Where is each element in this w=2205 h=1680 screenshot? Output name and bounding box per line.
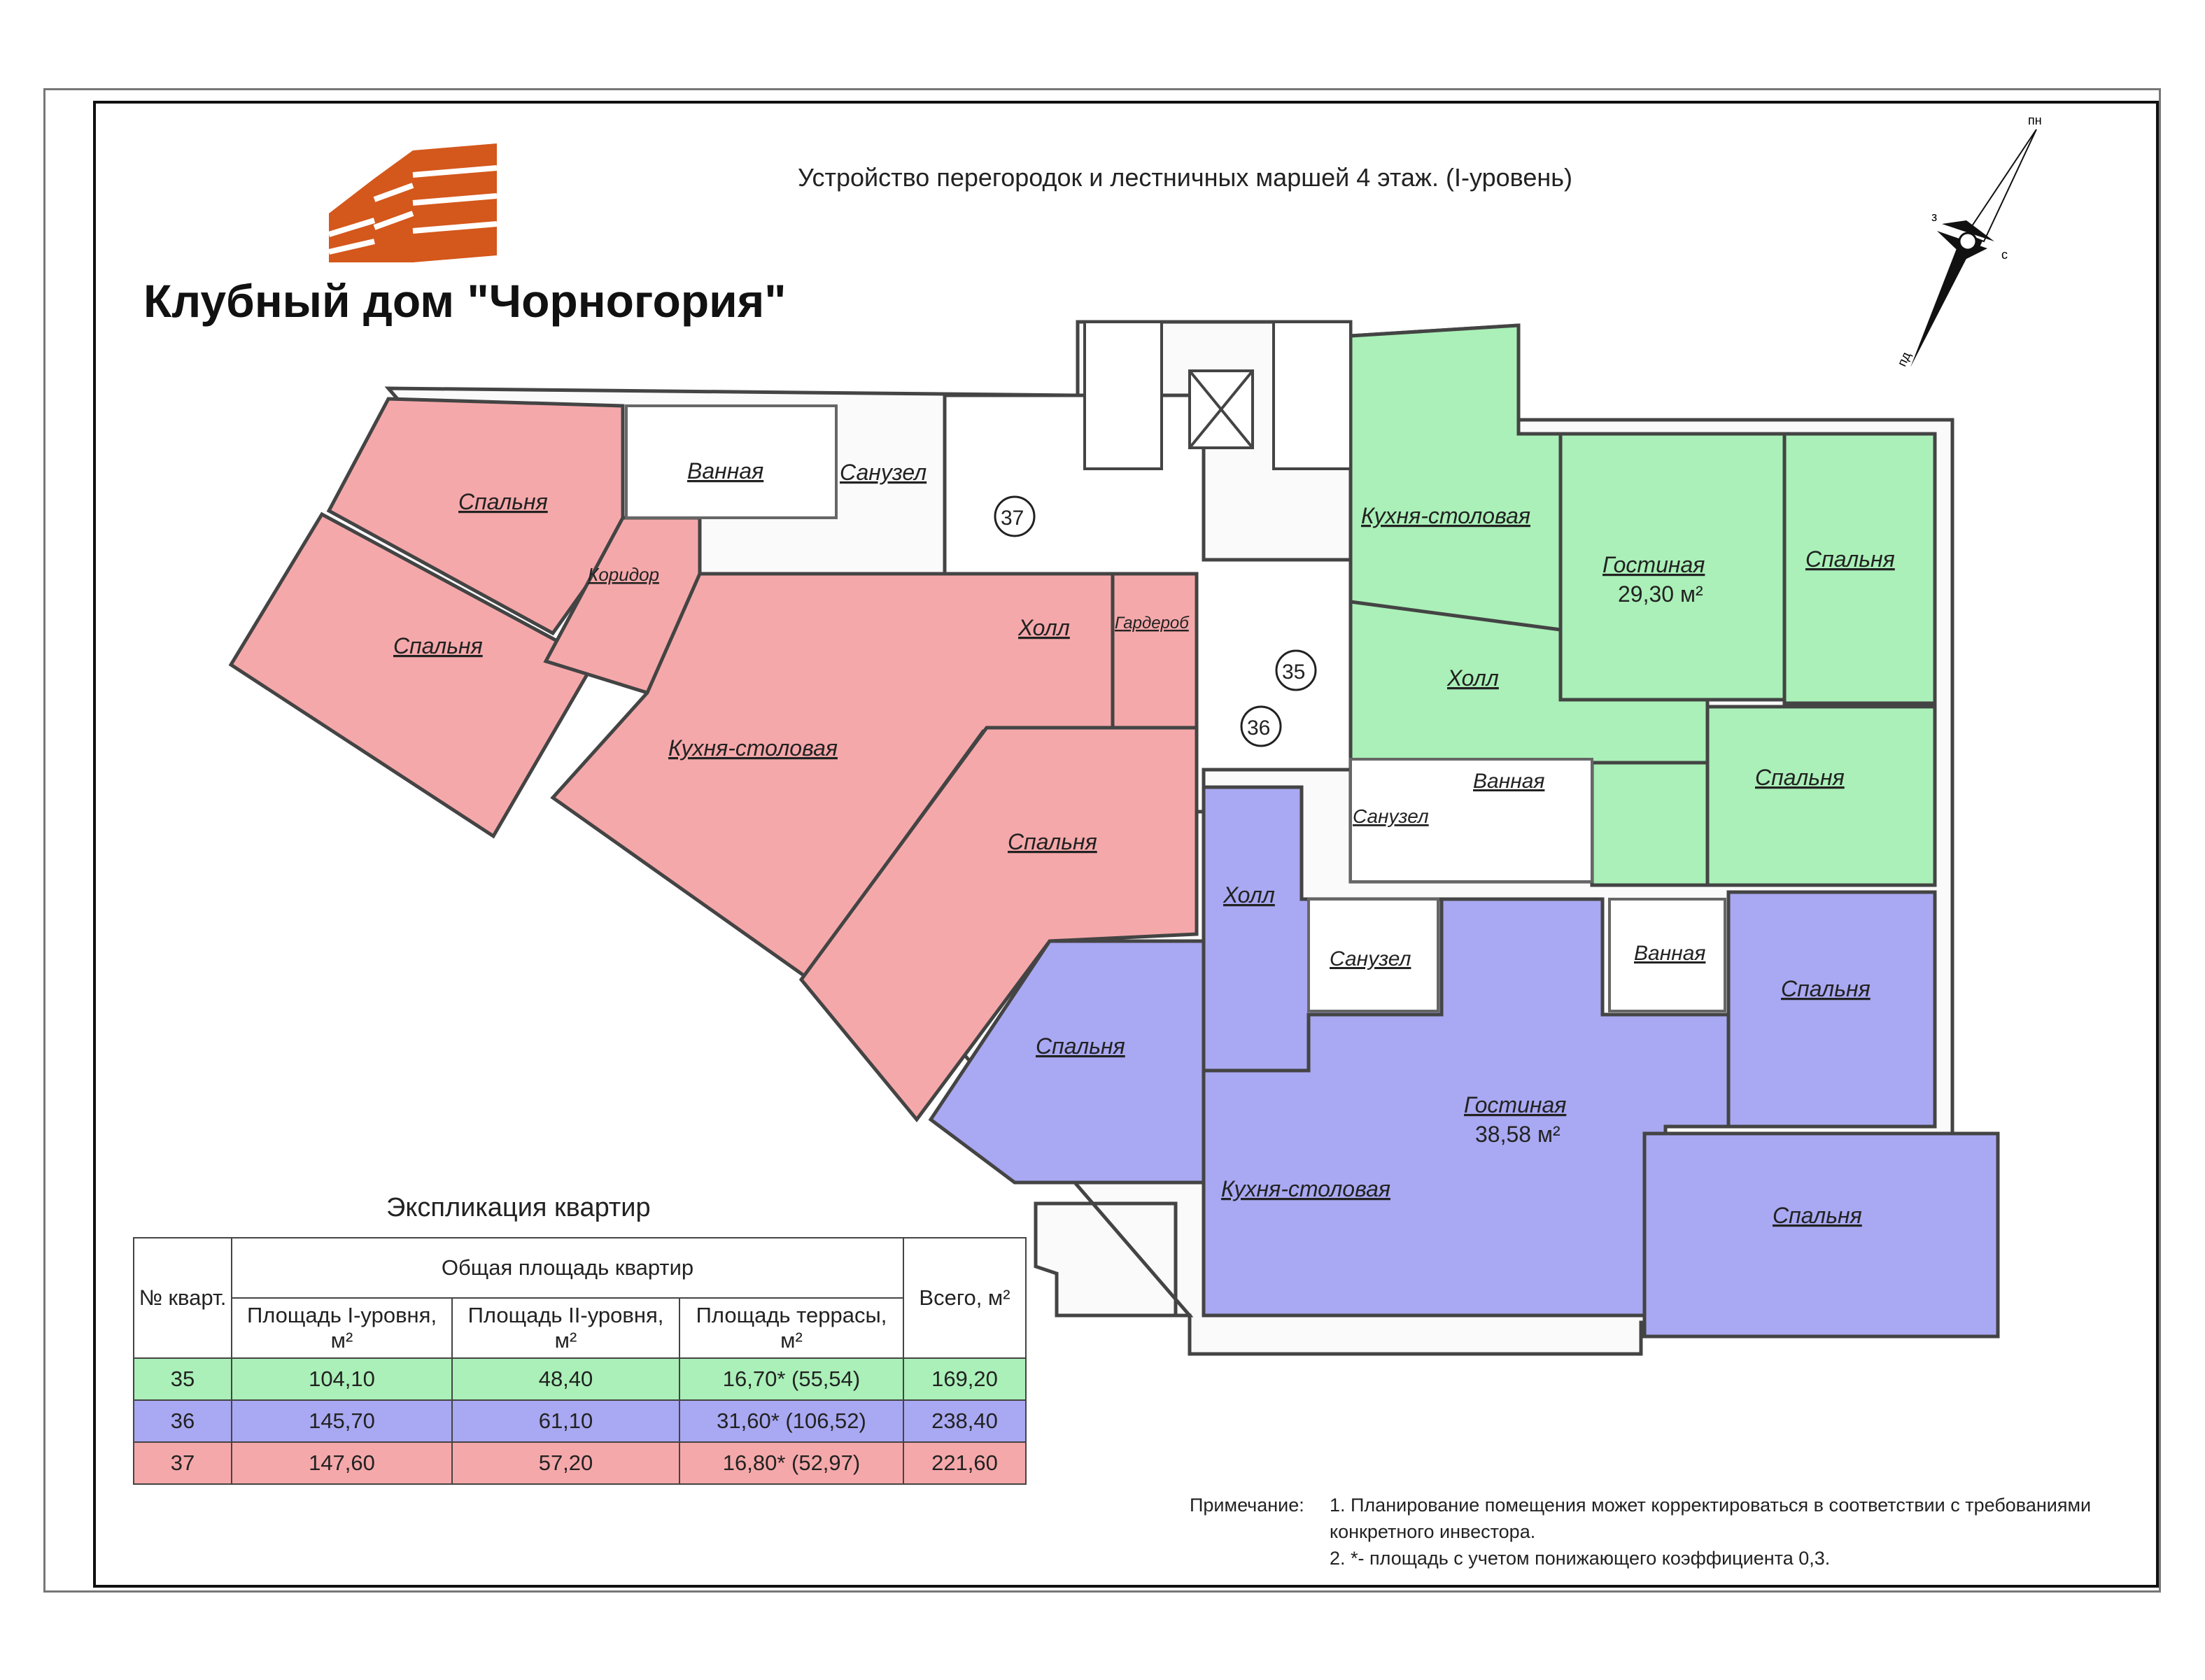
apt37-bedroom-2 [228, 511, 598, 839]
room-label: Санузел [840, 460, 927, 485]
table-row: 35 104,10 48,40 16,70* (55,54) 169,20 [133, 1357, 1027, 1401]
inner-frame [93, 101, 2159, 1588]
apt36-bath [1608, 898, 1726, 1012]
room-label: Ванная [1473, 770, 1544, 793]
header-num: № кварт. [133, 1237, 232, 1359]
outer-frame [43, 88, 2161, 1593]
cell-level2: 48,40 [451, 1357, 680, 1401]
compass-north-label: пн [2028, 113, 2042, 127]
explication-title: Экспликация квартир [386, 1193, 651, 1222]
apt37-bath [625, 404, 838, 519]
room-label: Спальня [1805, 546, 1895, 572]
apt35-bedroom-1 [1782, 432, 1937, 705]
header-level1: Площадь I-уровня, м² [231, 1297, 453, 1359]
header-level2: Площадь II-уровня, м² [451, 1297, 680, 1359]
header-total: Всего, м² [903, 1237, 1027, 1359]
apt37-wardrobe [1111, 572, 1199, 730]
apartment-37 [228, 397, 1199, 1123]
apt36-bedroom-2 [1726, 890, 1937, 1129]
apt36-wc [1307, 898, 1439, 1012]
room-area: 29,30 м² [1618, 581, 1703, 607]
room-label: Гардероб [1115, 614, 1190, 633]
room-label: Ванная [1634, 942, 1705, 965]
room-label: Спальня [1781, 976, 1871, 1001]
cell-terrace: 31,60* (106,52) [679, 1399, 904, 1443]
room-label: Кухня-столовая [1221, 1176, 1390, 1201]
room-label: Ванная [687, 458, 763, 483]
room-label: Санузел [1330, 947, 1411, 970]
building-logo-icon [327, 143, 498, 262]
cell-terrace: 16,80* (52,97) [679, 1441, 904, 1485]
cell-total: 238,40 [903, 1399, 1027, 1443]
room-label: Холл [1017, 615, 1070, 640]
apt35-kitchen [1348, 323, 1563, 632]
apt35-wc-bath [1349, 758, 1593, 883]
header-terrace: Площадь террасы, м² [679, 1297, 904, 1359]
compass-east-label: с [2001, 248, 2008, 262]
explication-table: № кварт. Общая площадь квартир Всего, м²… [133, 1237, 1027, 1485]
cell-level2: 57,20 [451, 1441, 680, 1485]
room-label: Кухня-столовая [668, 735, 838, 761]
cell-level1: 104,10 [231, 1357, 453, 1401]
notes-label: Примечание: [1190, 1495, 1304, 1516]
apartment-number-37: 37 [1001, 507, 1024, 530]
cell-terrace: 16,70* (55,54) [679, 1357, 904, 1401]
cell-level1: 145,70 [231, 1399, 453, 1443]
cell-total: 169,20 [903, 1357, 1027, 1401]
apt35-stair-area [1590, 761, 1710, 887]
cell-level2: 61,10 [451, 1399, 680, 1443]
room-label: Спальня [1008, 829, 1097, 854]
apartment-number-35: 35 [1282, 661, 1305, 684]
cell-level1: 147,60 [231, 1441, 453, 1485]
page-title: Устройство перегородок и лестничных марш… [798, 163, 1572, 192]
room-label: Кухня-столовая [1361, 503, 1530, 528]
notes-items: 1. Планирование помещения может корректи… [1330, 1492, 2155, 1572]
room-label: Спальня [1036, 1033, 1125, 1059]
compass-west-label: з [1931, 210, 1937, 224]
brand-name: Клубный дом "Чорногория" [143, 275, 787, 327]
room-label: Гостиная [1464, 1092, 1566, 1117]
cell-num: 37 [133, 1441, 232, 1485]
table-row: 36 145,70 61,10 31,60* (106,52) 238,40 [133, 1399, 1027, 1443]
apt36-bedroom-1 [928, 939, 1206, 1185]
stairwell [1083, 320, 1352, 470]
note-item-2: 2. *- площадь с учетом понижающего коэфф… [1330, 1548, 1831, 1569]
apt36-bedroom-3 [1642, 1131, 2000, 1339]
room-label: Гостиная [1602, 552, 1705, 577]
apartment-markers [994, 495, 1317, 747]
table-row: 37 147,60 57,20 16,80* (52,97) 221,60 [133, 1441, 1027, 1485]
compass-rose-icon: пн пд з с [1894, 113, 2042, 369]
cell-num: 35 [133, 1357, 232, 1401]
room-label: Холл [1223, 882, 1275, 908]
room-label: Спальня [458, 489, 548, 514]
room-label: Спальня [1773, 1203, 1862, 1228]
room-label: Холл [1446, 665, 1499, 691]
header-total-area: Общая площадь квартир [231, 1237, 904, 1299]
room-label: Коридор [588, 564, 659, 585]
room-label: Санузел [1353, 805, 1429, 827]
note-item-1: 1. Планирование помещения может корректи… [1330, 1495, 2092, 1542]
room-area: 38,58 м² [1475, 1122, 1561, 1147]
apt35-bedroom-2 [1705, 705, 1937, 887]
cell-num: 36 [133, 1399, 232, 1443]
room-label: Спальня [1755, 765, 1845, 790]
room-label: Спальня [393, 633, 483, 658]
cell-total: 221,60 [903, 1441, 1027, 1485]
apartment-number-36: 36 [1247, 717, 1270, 740]
